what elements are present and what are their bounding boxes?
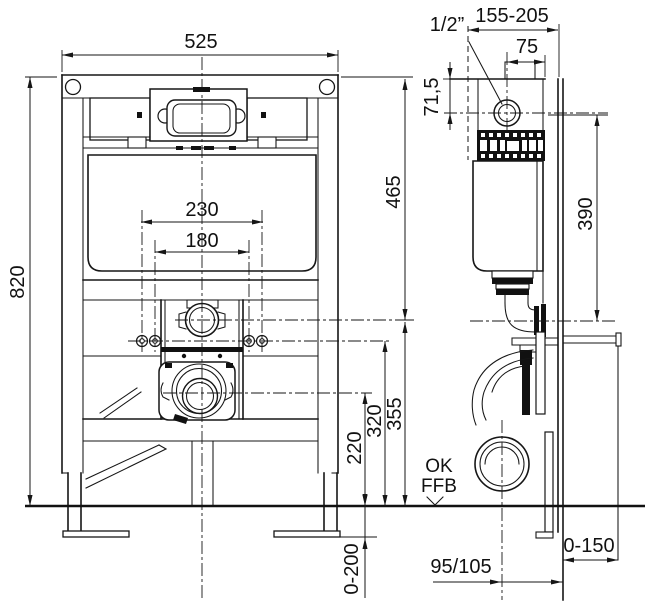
foot-plate-left (62, 530, 130, 538)
label-floor-ffb: FFB (421, 476, 457, 497)
label-front-width: 525 (184, 31, 217, 53)
water-connection-leader (468, 41, 503, 105)
centerlines (128, 26, 617, 600)
label-flush-axis-height: 355 (384, 397, 406, 430)
label-water-offset: 75 (516, 36, 538, 58)
mounting-hole-right (318, 78, 336, 96)
side-view (449, 41, 622, 601)
label-front-height: 820 (7, 265, 29, 298)
label-waste-axis-height: 220 (344, 431, 366, 464)
label-leg-adjustment: 0-200 (341, 543, 363, 594)
floor-level-marker (426, 496, 444, 506)
label-water-to-flush-axis: 390 (575, 197, 597, 230)
wall-plate (544, 431, 554, 533)
dimension-lines (25, 24, 619, 598)
flush-plate-housing (82, 87, 319, 150)
label-bolt-spacing-outer: 230 (185, 199, 218, 221)
label-water-axis-depth: 71,5 (421, 78, 443, 117)
flush-valve-and-elbow (491, 270, 546, 337)
label-wall-clearance: 0-150 (563, 535, 614, 557)
cistern-tank-front (87, 154, 317, 272)
dimension-labels: 525 820 230 180 465 355 320 220 0-200 15… (7, 5, 615, 595)
wall-bracket-arm (563, 332, 622, 561)
crossbar-section (477, 130, 545, 161)
label-bolt-axis-height: 320 (364, 404, 386, 437)
cistern-tank-side (472, 160, 544, 272)
label-top-to-flush-axis: 465 (383, 175, 405, 208)
frame-legs (61, 472, 341, 538)
label-floor-ok: OK (425, 456, 453, 477)
label-waste-wall-offset: 95/105 (430, 556, 491, 578)
label-bolt-spacing-inner: 180 (185, 230, 218, 252)
front-view (61, 74, 341, 538)
label-depth-range: 155-205 (475, 5, 548, 27)
waste-outlet-front (158, 361, 236, 424)
foot-plate-right (273, 530, 341, 538)
mounting-hole-left (64, 78, 82, 96)
label-water-connection: 1/2” (430, 14, 464, 36)
pan-bracket-side (511, 331, 559, 415)
